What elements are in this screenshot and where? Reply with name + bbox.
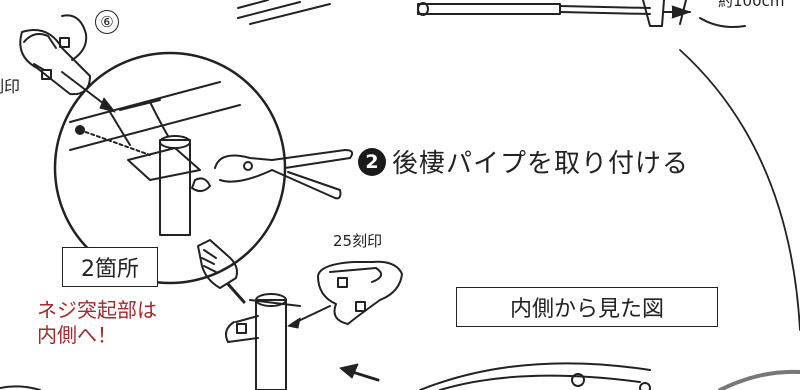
count-box: 2箇所 bbox=[62, 247, 158, 287]
lower-pipe-assembly bbox=[225, 293, 301, 390]
clamp-part-icon bbox=[19, 14, 91, 96]
warning-line-2: 内側へ！ bbox=[37, 323, 117, 347]
top-frame-pipes bbox=[237, 0, 746, 28]
clamp-stamp-label: 25刻印 bbox=[333, 232, 383, 250]
bottom-arc bbox=[419, 362, 651, 390]
clamp-25-icon bbox=[317, 260, 403, 325]
warning-text: ネジ突起部は 内側へ！ bbox=[37, 298, 157, 348]
top-measurement-text: 約100cm bbox=[718, 0, 785, 10]
pliers-icon bbox=[214, 149, 354, 200]
outline-arc bbox=[679, 49, 800, 331]
part-number: ⑥ bbox=[95, 10, 119, 34]
view-box: 内側から見た図 bbox=[456, 287, 718, 327]
warning-line-1: ネジ突起部は bbox=[37, 298, 157, 322]
step-title: 後棲パイプを取り付ける bbox=[392, 149, 690, 179]
left-stamp-text: 刻印 bbox=[0, 77, 21, 96]
count-label: 2箇所 bbox=[81, 257, 139, 282]
step-number-badge: 2 bbox=[358, 148, 386, 176]
view-label: 内側から見た図 bbox=[509, 297, 664, 322]
detail-pipes bbox=[69, 81, 241, 236]
pointing-hand-icon bbox=[197, 239, 246, 304]
